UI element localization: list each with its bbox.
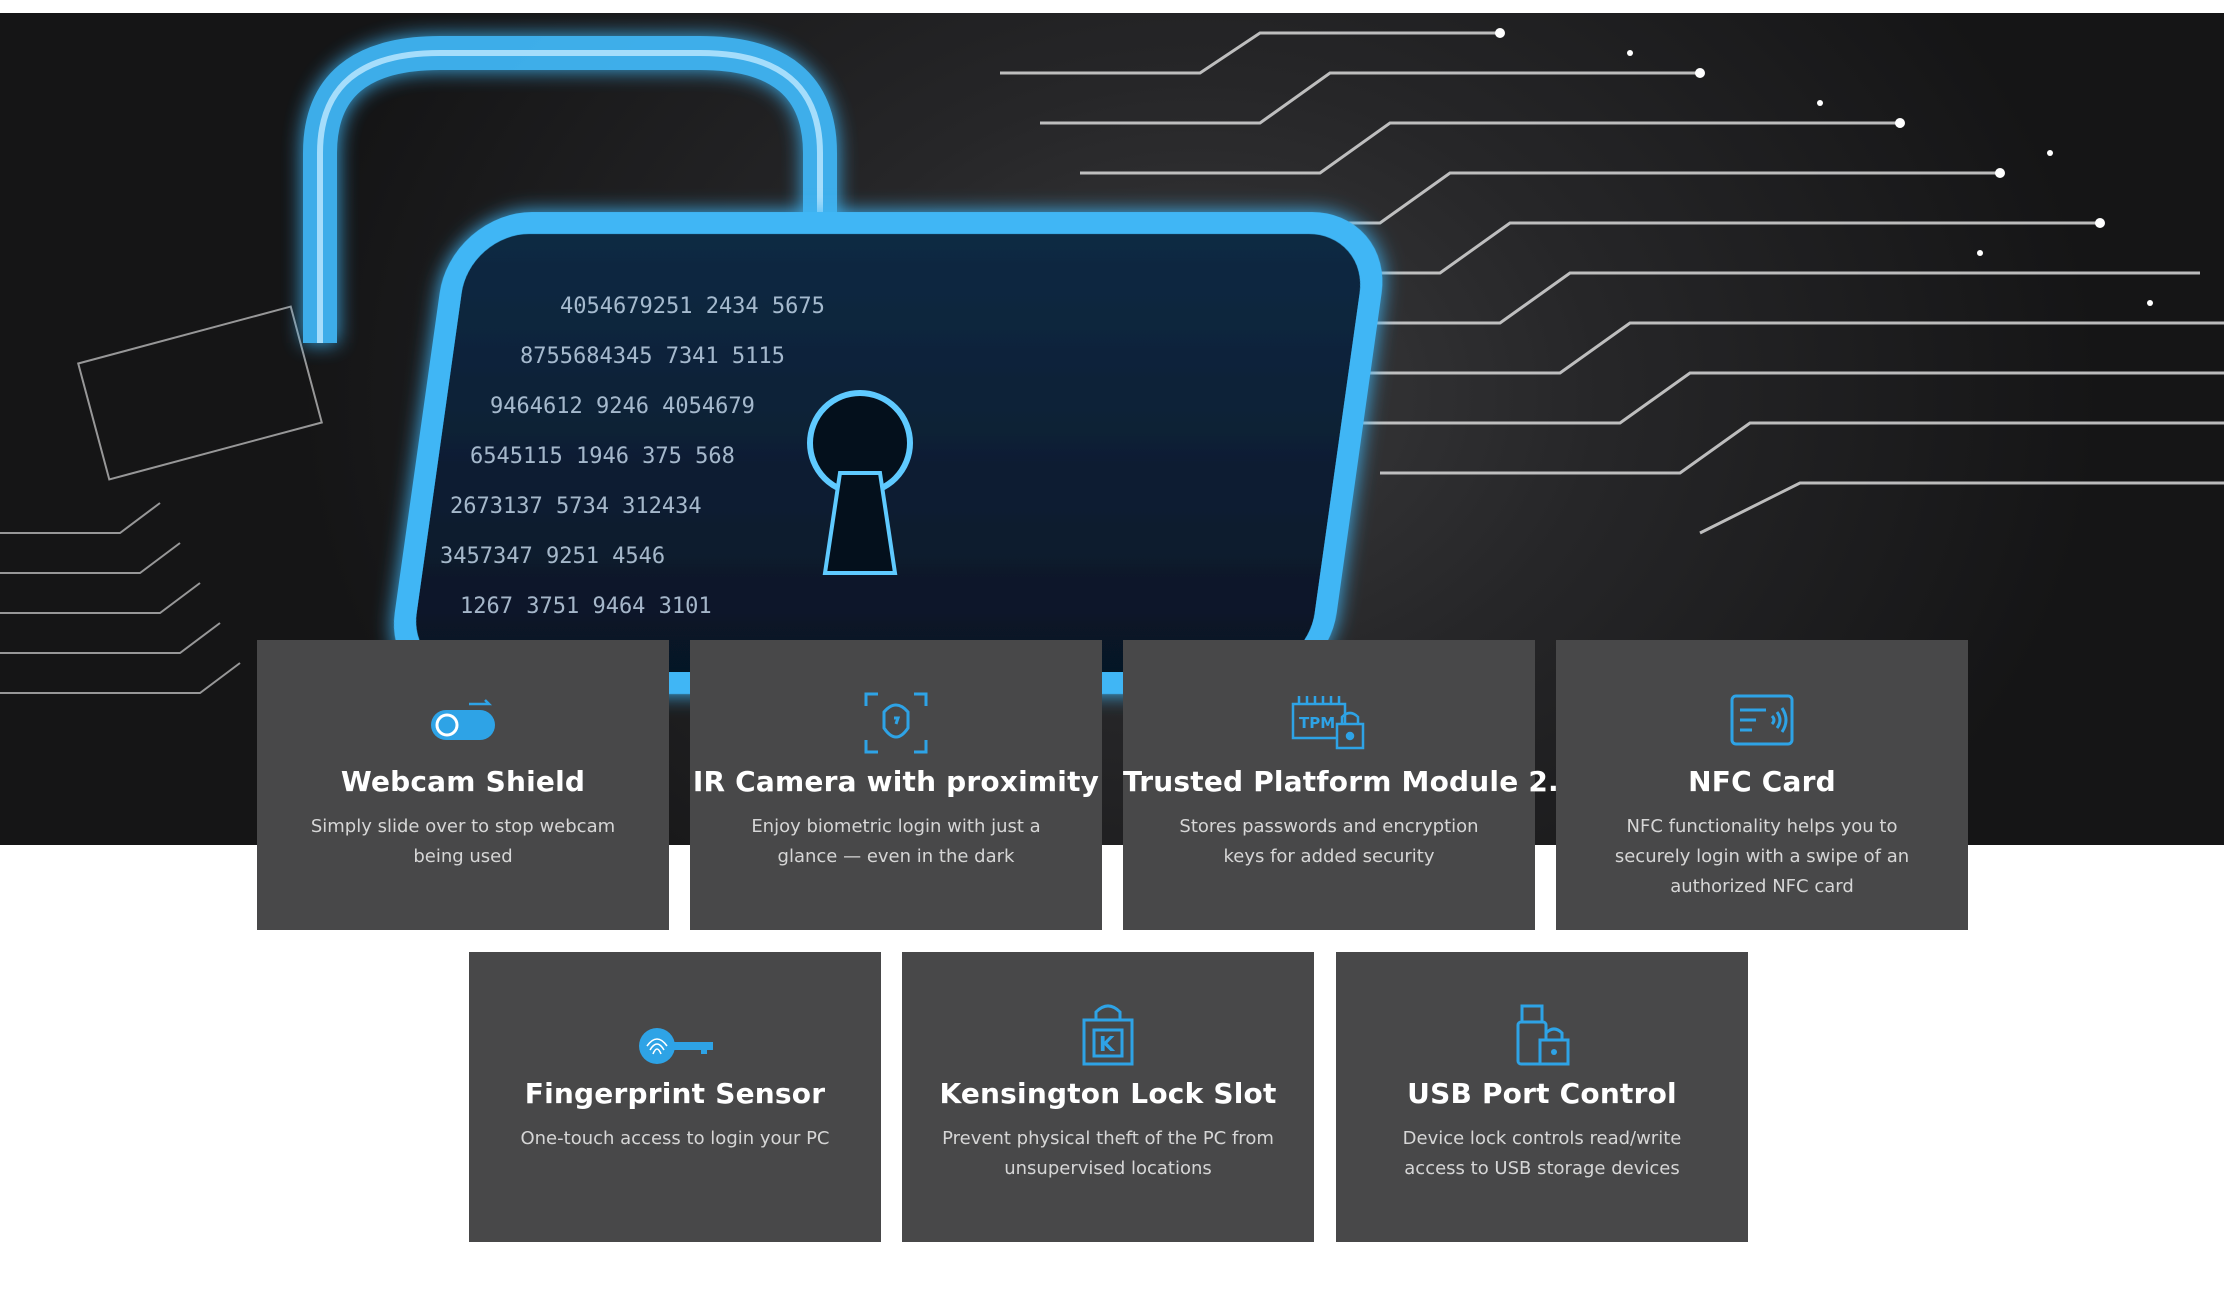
feature-card-kensington: K Kensington Lock Slot Prevent physical … [902, 952, 1314, 1242]
feature-description: Enjoy biometric login with just a glance… [751, 816, 1041, 867]
hero-illustration: 4054679251 2434 5675 8755684345 7341 511… [0, 28, 2224, 694]
feature-description: Device lock controls read/write access t… [1402, 1128, 1682, 1179]
webcam-shield-icon [423, 690, 503, 756]
feature-title: IR Camera with proximity [692, 765, 1100, 798]
usb-lock-icon [1502, 1002, 1582, 1068]
kensington-icon-label: K [1099, 1032, 1116, 1056]
nfc-card-icon [1722, 690, 1802, 756]
svg-text:3457347 9251 4546: 3457347 9251 4546 [440, 544, 665, 569]
tpm-icon-label: TPM [1299, 714, 1335, 732]
svg-text:6545115 1946 375 568: 6545115 1946 375 568 [470, 444, 735, 469]
svg-text:9464612 9246 4054679: 9464612 9246 4054679 [490, 394, 755, 419]
kensington-lock-icon: K [1068, 1002, 1148, 1068]
feature-card-webcam-shield: Webcam Shield Simply slide over to stop … [257, 640, 669, 930]
feature-card-ir-camera: IR Camera with proximity Enjoy biometric… [690, 640, 1102, 930]
feature-description: One-touch access to login your PC [520, 1128, 830, 1149]
tpm-chip-lock-icon: TPM [1289, 690, 1369, 756]
svg-text:8755684345 7341 5115: 8755684345 7341 5115 [520, 344, 785, 369]
feature-description: Simply slide over to stop webcam being u… [310, 816, 616, 867]
feature-description: NFC functionality helps you to securely … [1614, 816, 1910, 897]
svg-text:1267 3751 9464 3101: 1267 3751 9464 3101 [460, 594, 712, 619]
ir-camera-face-icon [856, 690, 936, 756]
feature-description: Stores passwords and encryption keys for… [1179, 816, 1479, 867]
feature-title: Kensington Lock Slot [939, 1077, 1277, 1110]
feature-title: Webcam Shield [340, 765, 586, 798]
feature-card-tpm: TPM Trusted Platform Module 2.0 Stores p… [1123, 640, 1579, 930]
feature-title: USB Port Control [1407, 1077, 1677, 1110]
hero-image-padlock: 4054679251 2434 5675 8755684345 7341 511… [0, 13, 2224, 845]
svg-text:4054679251 2434 5675: 4054679251 2434 5675 [560, 294, 825, 319]
feature-card-usb: USB Port Control Device lock controls re… [1336, 952, 1748, 1242]
feature-title: NFC Card [1688, 765, 1836, 798]
fingerprint-key-icon [635, 1002, 715, 1068]
feature-title: Trusted Platform Module 2.0 [1123, 765, 1579, 798]
feature-description: Prevent physical theft of the PC from un… [942, 1128, 1274, 1179]
feature-card-nfc: NFC Card NFC functionality helps you to … [1556, 640, 1968, 930]
feature-title: Fingerprint Sensor [524, 1077, 826, 1110]
feature-card-fingerprint: Fingerprint Sensor One-touch access to l… [469, 952, 881, 1242]
svg-text:2673137 5734 312434: 2673137 5734 312434 [450, 494, 702, 519]
